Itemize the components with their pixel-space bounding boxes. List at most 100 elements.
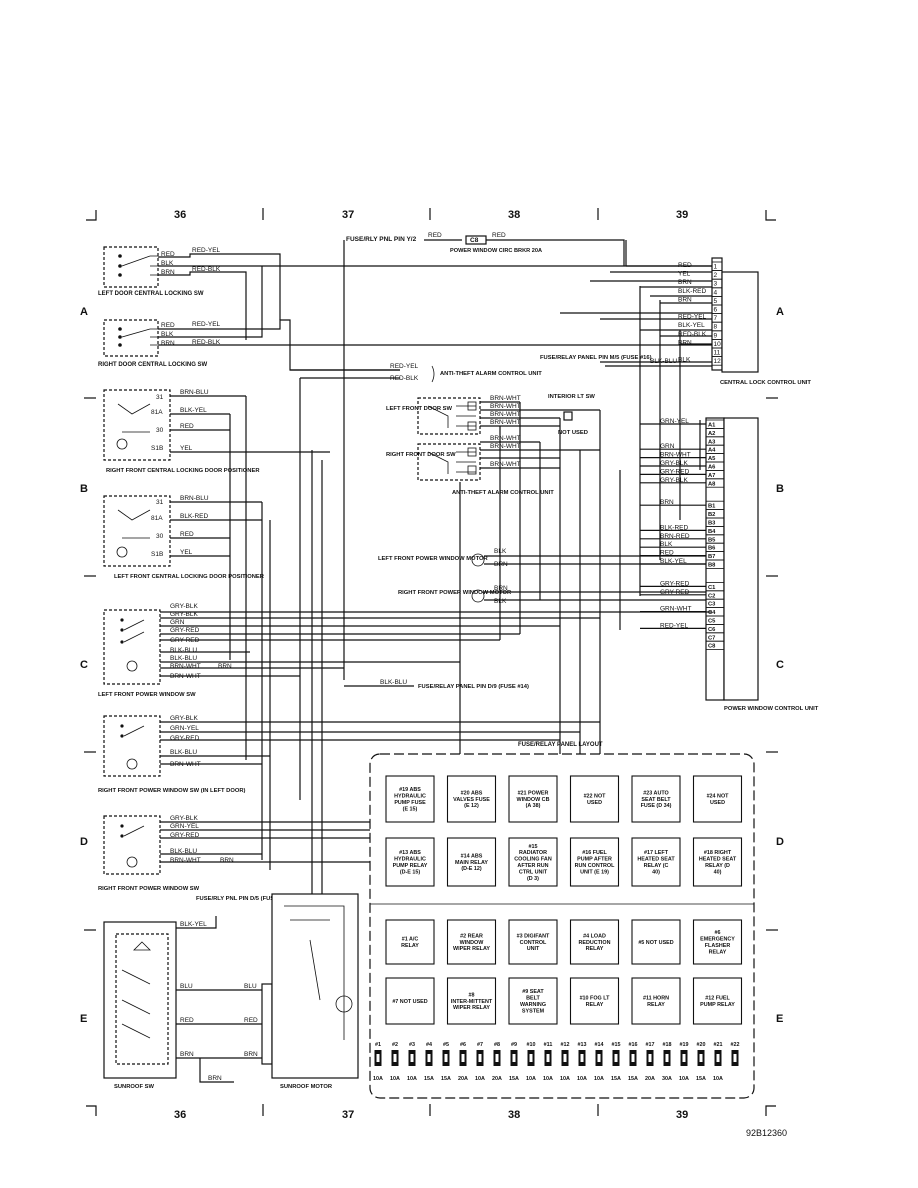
left-door-sw-label: LEFT DOOR CENTRAL LOCKING SW [98,291,204,297]
rf-wire-3: GRY-RED [170,832,200,839]
fuse-relay-cell-text: 40) [652,869,660,875]
fuse-number: #19 [680,1042,689,1048]
row-label-d: D [80,836,88,848]
fuse-relay-cell-text: WARNING [520,1002,546,1008]
right-front-door-sw: RIGHT FRONT DOOR SW BRN-WHT BRN-WHT BRN-… [386,435,600,496]
rfp-wire-blk-yel: BLK-YEL [180,407,207,414]
fuse-rating: 10A [407,1076,417,1082]
rf-wire-5: BRN-WHT [170,857,201,864]
fuse-d9-note: BLK-BLU FUSE/RELAY PANEL PIN D/9 (FUSE #… [344,679,529,690]
fuse-rating: 10A [390,1076,400,1082]
fuse-number: #22 [731,1042,740,1048]
central-lock-pin-wire: RED-BLK [678,331,707,338]
sunroof-sw-label: SUNROOF SW [114,1084,154,1090]
pw-cu-pin-number: A5 [708,456,716,462]
fuse-rating: 10A [373,1076,383,1082]
fuse-relay-cell-text: #8 [469,992,475,998]
pw-cu-pin-wire: BLK-YEL [660,558,687,565]
lfsw-wire-4: GRY-RED [170,627,200,634]
fuse-relay-cell-text: WINDOW CB [517,797,550,803]
fuse-relay-cell-text: #14 ABS [461,853,483,859]
sunroof-motor-label: SUNROOF MOTOR [280,1084,333,1090]
fuse-relay-cell-text: #11 HORN [643,996,669,1002]
wire-label-red-yel-1: RED-YEL [192,247,221,254]
at-wire-red-blk: RED-BLK [390,375,419,382]
lfsw-wire-5: GRY-RED [170,637,200,644]
fuse-relay-cell-text: FLASHER [705,943,731,949]
fuse-relay-cell-text: SEAT BELT [641,797,671,803]
fuse-relay-cell-text: HEATED SEAT [637,857,675,863]
fuse-d5-label: FUSE/RLY PNL PIN D/5 (FUSE #4) [196,896,288,902]
right-front-positioner: 31 81A 30 S1B RIGHT FRONT CENTRAL LOCKIN… [103,389,330,474]
lfsw-wire-brn: BRN [218,663,232,670]
fuse-slot: #22 [731,1042,740,1066]
fuse-number: #21 [714,1042,723,1048]
fuse-m5-label: FUSE/RELAY PANEL PIN M/5 (FUSE #16) [540,355,652,361]
fuse-number: #6 [460,1042,466,1048]
fuse-relay-cell-text: (D 3) [527,876,539,882]
sunroof-sw: FUSE/RLY PNL PIN D/5 (FUSE #4) BLK-YEL S… [103,896,288,1090]
right-door-central-locking-sw: RED BLK BRN RIGHT DOOR CENTRAL LOCKING S… [98,319,208,368]
fuse-number: #5 [443,1042,449,1048]
pw-cu-pin-number: B1 [708,504,716,510]
pw-cu-pin-number: B8 [708,563,716,569]
right-door-wire-blk: BLK [161,331,174,338]
col-label-38: 38 [508,209,520,221]
pw-cu-pin-number: C4 [708,610,716,616]
rfp-wire-brn-blu: BRN-BLU [180,389,209,396]
pw-cu-pin: C8 [705,640,725,651]
fuse-relay-cell-text: #19 ABS [399,787,421,793]
corner-marks [84,208,778,1116]
left-front-door-sw: LEFT FRONT DOOR SW BRN-WHT BRN-WHT BRN-W… [386,394,600,436]
fuse-number: #16 [629,1042,638,1048]
cb-wire-red-out: RED [492,232,506,239]
fuse-relay-cell-text: UNIT [527,946,540,952]
lf-pw-sw-label: LEFT FRONT POWER WINDOW SW [98,692,196,698]
fuse-rating: 15A [696,1076,706,1082]
sr-wire-blk-yel: BLK-YEL [180,921,207,928]
fuse-rating: 15A [441,1076,451,1082]
fuse-number: #8 [494,1042,500,1048]
central-lock-pin-wire: BRN [678,296,692,303]
fuse-relay-cell-text: RELAY [401,943,419,949]
lf-door-wire-2: BRN-WHT [490,403,521,410]
fuse-relay-cell-text: HEATED SEAT [699,857,737,863]
svg-text:31: 31 [156,394,164,401]
lfp-wire-brn-blu: BRN-BLU [180,495,209,502]
sr-wire-blu: BLU [180,983,193,990]
right-door-wire-brn: BRN [161,340,175,347]
fuse-relay-cell-text: #13 ABS [399,850,421,856]
rf-pw-motor-label: RIGHT FRONT POWER WINDOW MOTOR [398,590,512,596]
row-label-c-right: C [776,659,784,671]
rf-door-wire-1: BRN-WHT [490,435,521,442]
fuse-rating: 15A [509,1076,519,1082]
lf-door-wire-1: BRN-WHT [490,395,521,402]
fuse-relay-cell-text: WINDOW [460,940,485,946]
rf-pw-sw-left-door: RIGHT FRONT POWER WINDOW SW (IN LEFT DOO… [98,715,600,794]
central-lock-pin-number: 6 [714,307,718,314]
cb-label: C8 [470,237,479,244]
rfl-wire-2: GRN-YEL [170,725,199,732]
fuse-number: #15 [612,1042,621,1048]
lf-power-window-sw: LEFT FRONT POWER WINDOW SW GRY-BLK GRY-B… [98,603,712,698]
wire-label-red-blk-1: RED-BLK [192,266,221,273]
rf-positioner-label: RIGHT FRONT CENTRAL LOCKING DOOR POSITIO… [106,468,260,474]
lfsw-wire-3: GRN [170,619,185,626]
fuse-relay-cell-text: #21 POWER [518,790,549,796]
fuse-relay-cell-text: CTRL UNIT [519,869,548,875]
figure-id: 92B12360 [746,1128,787,1138]
